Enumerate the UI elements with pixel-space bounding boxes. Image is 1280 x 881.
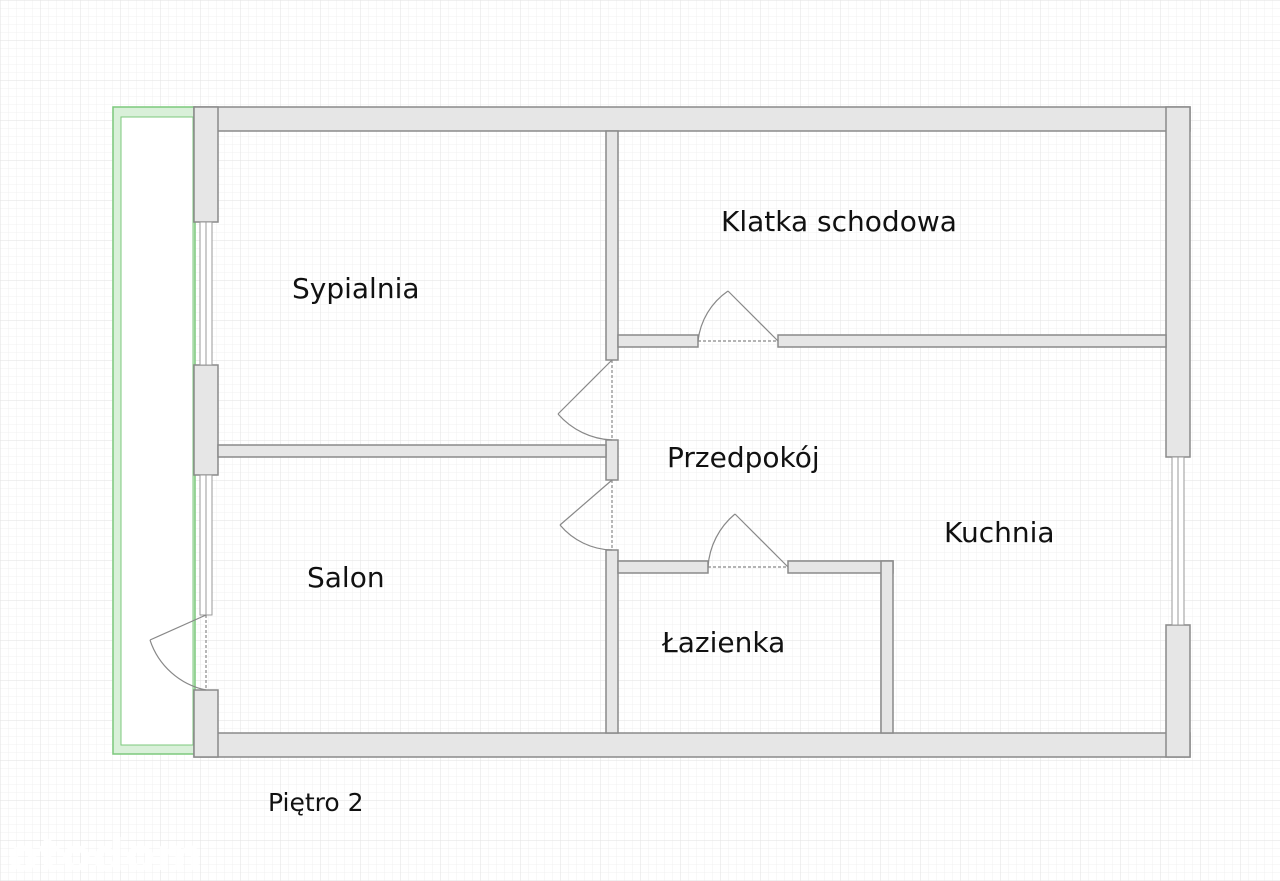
room-label-bathroom: Łazienka: [662, 626, 786, 659]
balcony: [112, 106, 196, 755]
door-bedroom: [557, 359, 613, 441]
door-staircase: [697, 290, 779, 342]
watermark-logo: otodom: [8, 830, 204, 881]
walls: [193, 106, 1191, 758]
room-label-living-room: Salon: [307, 561, 385, 594]
doors: [149, 290, 789, 691]
room-label-staircase: Klatka schodowa: [721, 205, 957, 238]
room-label-kitchen: Kuchnia: [944, 516, 1055, 549]
room-label-hallway: Przedpokój: [667, 441, 820, 474]
door-balcony: [149, 614, 207, 691]
door-living-room: [559, 479, 613, 551]
floor-label: Piętro 2: [268, 788, 364, 817]
windows: [199, 221, 1185, 626]
door-bathroom: [707, 513, 789, 568]
room-label-bedroom: Sypialnia: [292, 272, 420, 305]
